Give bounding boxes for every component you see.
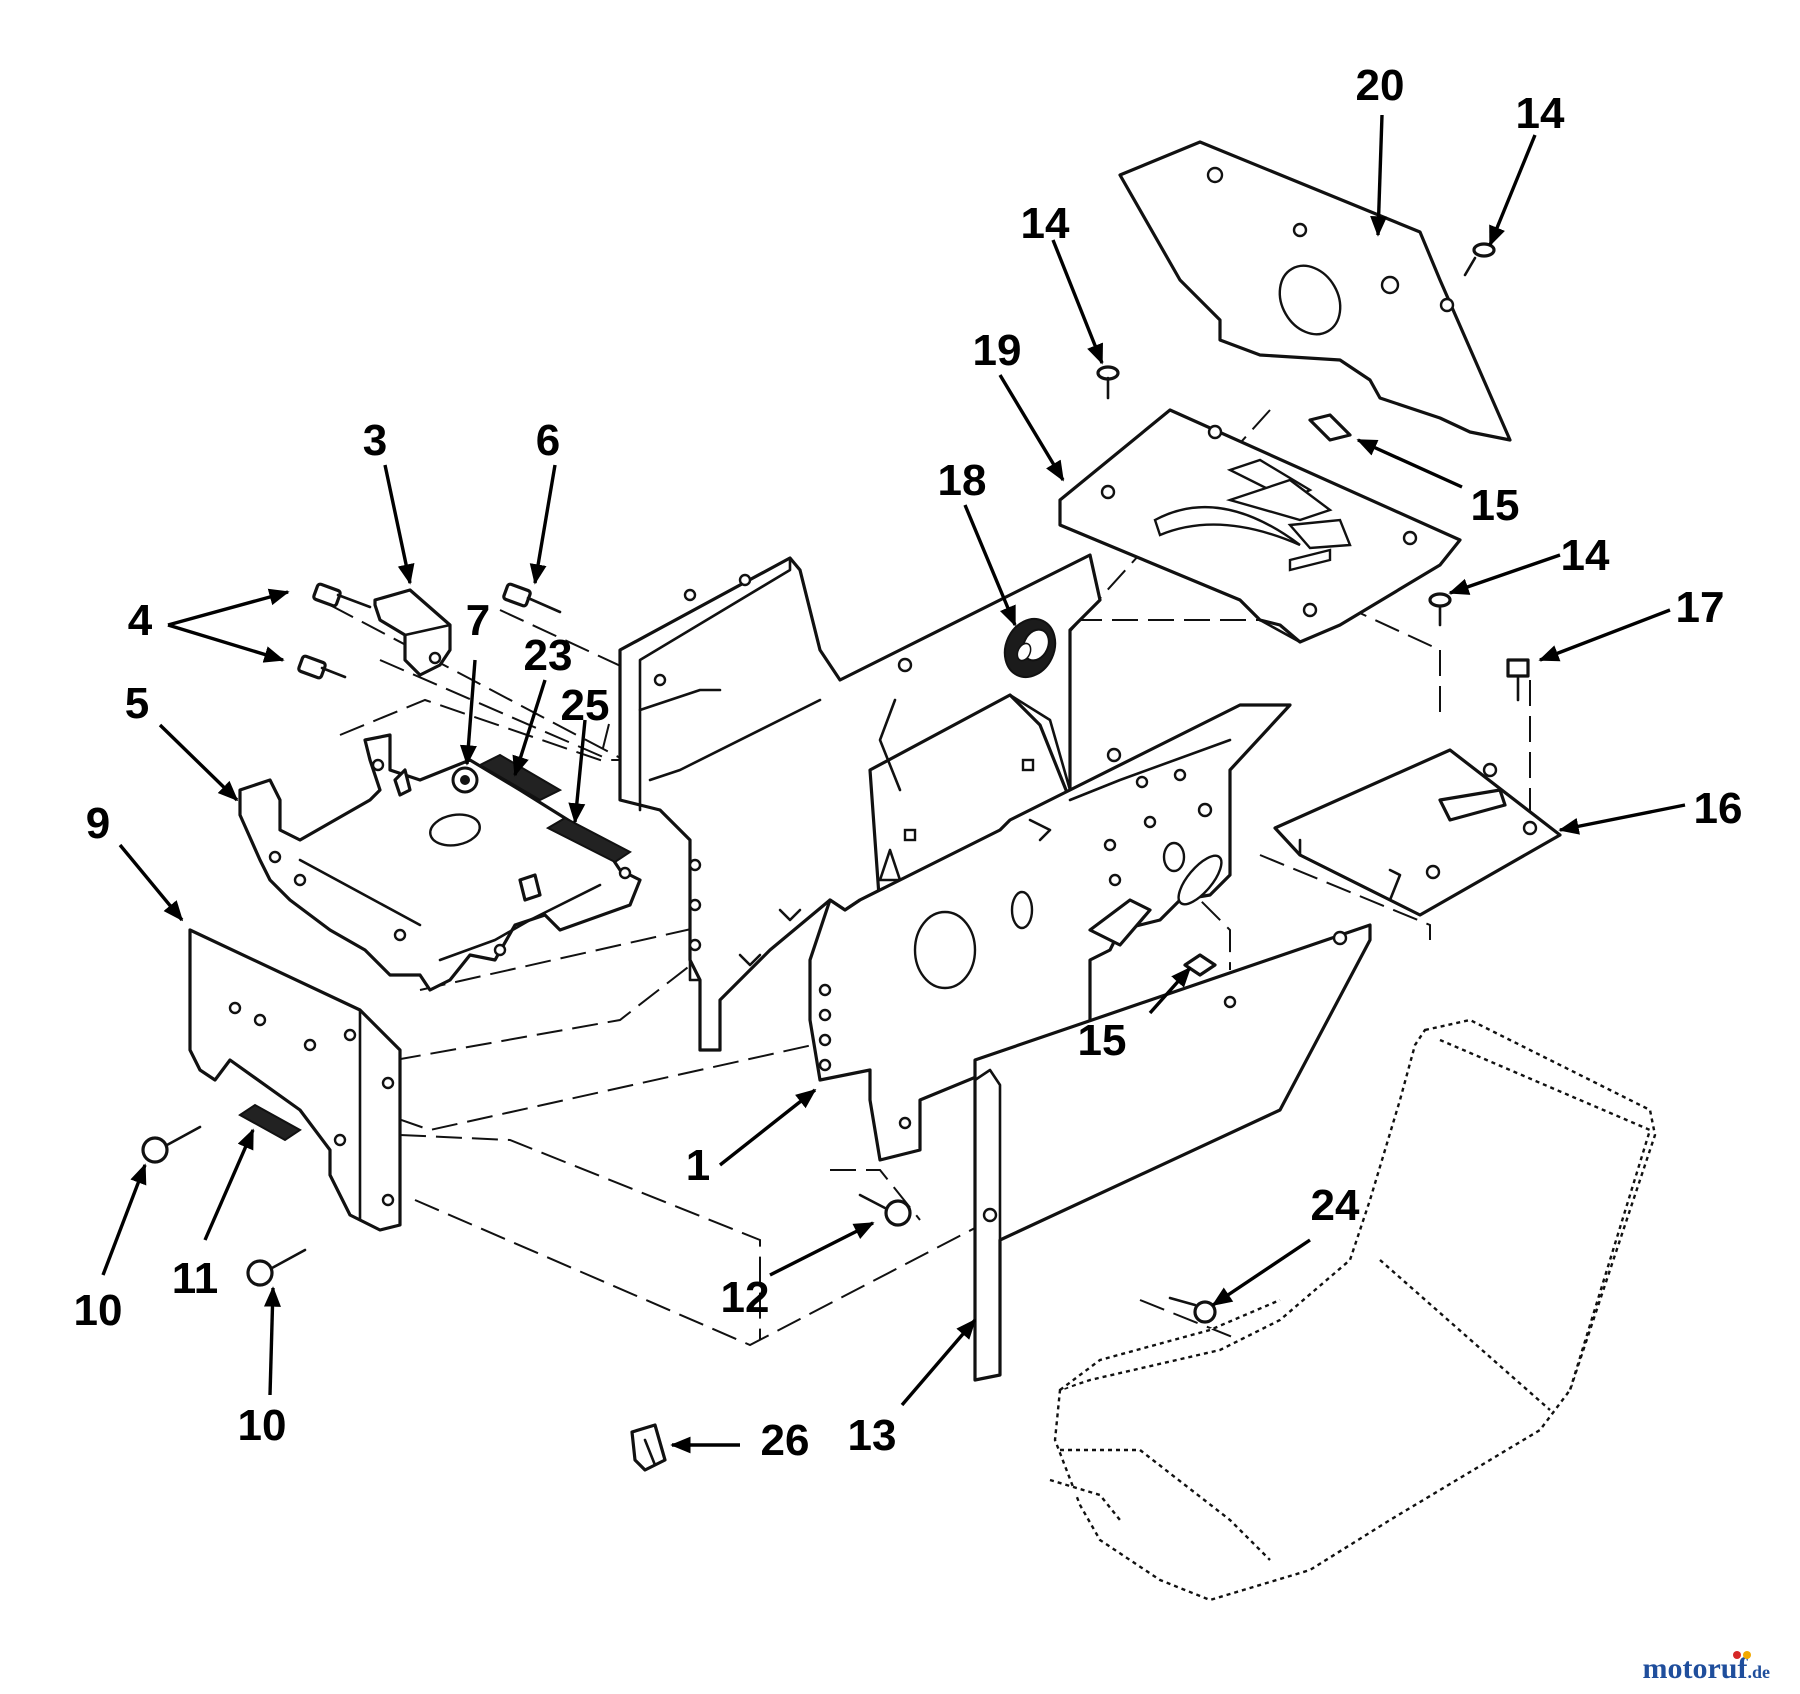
- part-10-bolt-lower: [246, 1248, 307, 1287]
- part-17-bolt: [1506, 658, 1530, 702]
- part-10-bolt-upper: [141, 1125, 202, 1164]
- part-14-screw-left: [1096, 365, 1120, 400]
- callout-11: 11: [172, 1254, 219, 1303]
- part-1-main-frame: [618, 553, 1102, 1052]
- part-13-side-panel: [973, 923, 1372, 1382]
- callout-16: 16: [1694, 784, 1743, 833]
- part-11-key: [238, 1103, 302, 1142]
- callout-6: 6: [536, 416, 560, 465]
- seat-outline: [1049, 1018, 1657, 1602]
- part-16-plate: [1273, 748, 1562, 917]
- part-4-bolt-lower: [297, 654, 347, 680]
- callout-9: 9: [86, 799, 110, 848]
- callout-17: 17: [1676, 583, 1725, 632]
- callout-12: 12: [721, 1273, 770, 1322]
- part-14-screw-right: [1428, 592, 1452, 627]
- part-9-side-plate: [188, 928, 402, 1232]
- callout-26: 26: [761, 1416, 810, 1465]
- part-26-clip: [630, 1423, 667, 1472]
- callout-labels: 1 3 4 5 6 7 9 10 10 11 12 13 14 14 14 15…: [74, 61, 1743, 1465]
- callout-10-upper: 10: [74, 1286, 123, 1335]
- part-18-grommet: [1003, 617, 1057, 679]
- part-19-platform: [1058, 408, 1462, 644]
- callout-15-lower: 15: [1078, 1016, 1127, 1065]
- part-3-bracket: [373, 588, 452, 677]
- watermark-suffix: .de: [1748, 1662, 1771, 1682]
- callout-5: 5: [125, 679, 149, 728]
- callout-14-right: 14: [1561, 531, 1610, 580]
- callout-24: 24: [1311, 1181, 1360, 1230]
- callout-14-left: 14: [1021, 199, 1070, 248]
- part-7-nut: [451, 766, 479, 794]
- svg-text:motoruf.de: motoruf.de: [1643, 1652, 1770, 1685]
- callout-25: 25: [561, 681, 610, 730]
- part-6-bolt: [502, 582, 562, 614]
- part-25-strip: [545, 816, 632, 864]
- part-12-bolt: [858, 1193, 912, 1227]
- part-14-screw-top: [1463, 242, 1496, 277]
- callout-15-upper: 15: [1471, 481, 1520, 530]
- leader-arrows: [101, 114, 1686, 1454]
- callout-13: 13: [848, 1411, 897, 1460]
- part-5-mount-plate: [238, 733, 642, 992]
- callout-1: 1: [686, 1141, 710, 1190]
- part-20-plate: [1118, 140, 1512, 442]
- callout-10-lower: 10: [238, 1401, 287, 1450]
- watermark-brand: motoruf: [1643, 1652, 1749, 1685]
- callout-14-top: 14: [1516, 89, 1565, 138]
- callout-20: 20: [1356, 61, 1405, 110]
- callout-7: 7: [466, 596, 490, 645]
- callout-19: 19: [973, 326, 1022, 375]
- callout-18: 18: [938, 456, 987, 505]
- part-4-bolt-upper: [312, 582, 372, 609]
- callout-4: 4: [128, 596, 153, 645]
- callout-23: 23: [524, 631, 573, 680]
- part-23-strip: [477, 753, 563, 802]
- part-15-clip-lower: [1183, 953, 1217, 977]
- watermark-logo: motoruf.de: [1643, 1651, 1770, 1685]
- part-1-front-panel: [808, 693, 1292, 1162]
- callout-3: 3: [363, 416, 387, 465]
- part-15-clip-upper: [1308, 413, 1352, 442]
- part-24-screw: [1168, 1296, 1217, 1324]
